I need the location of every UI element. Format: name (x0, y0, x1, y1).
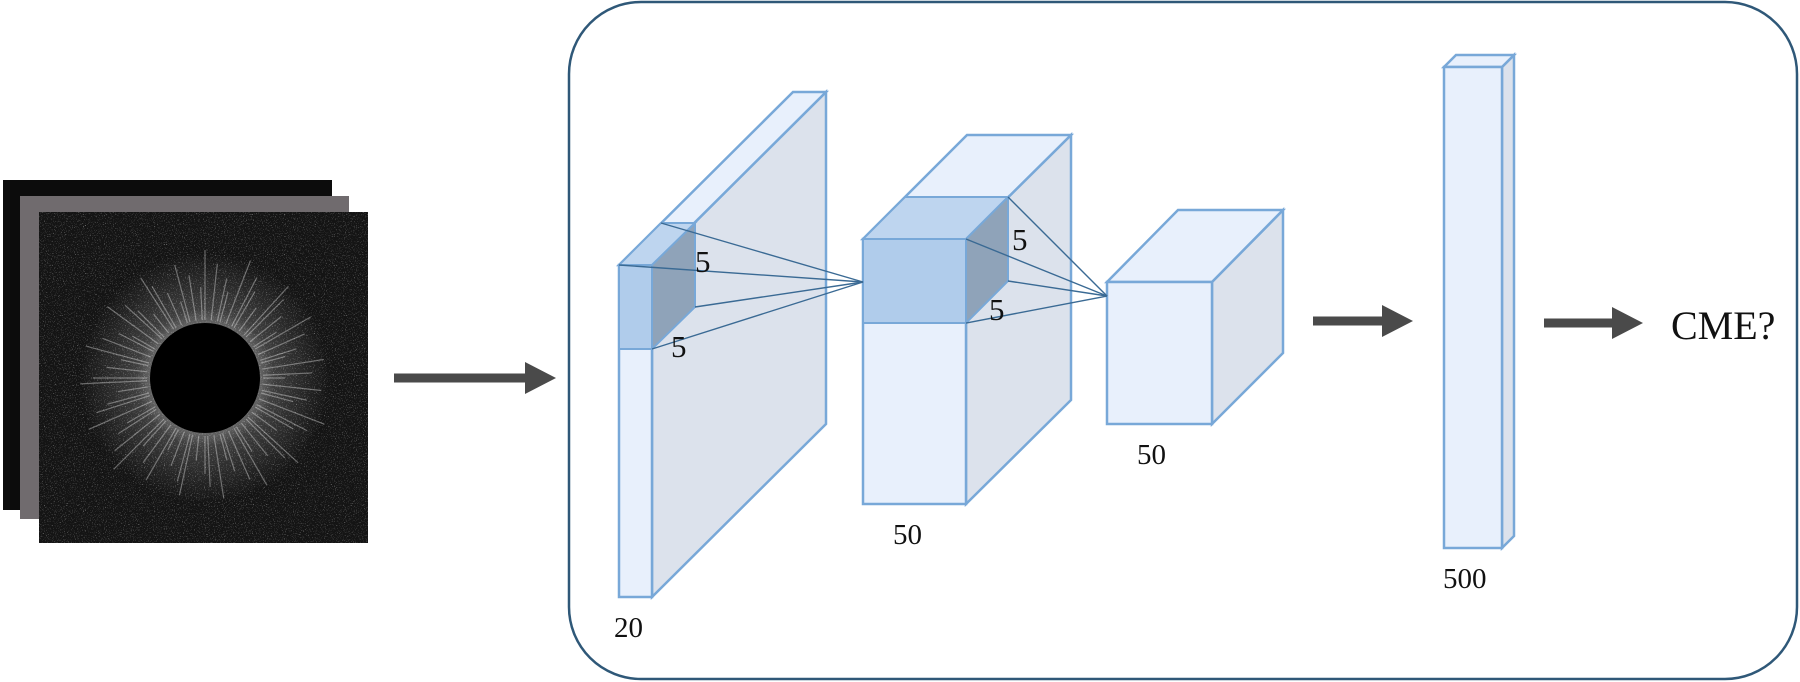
corona-ray (262, 358, 324, 370)
arrow-right-icon (394, 362, 556, 394)
corona-ray (86, 345, 150, 364)
layer-4-front-face (1442, 65, 1504, 550)
layer-2-kernel-label-a: 5 (1012, 222, 1028, 257)
layer-4-side-face (1500, 51, 1516, 552)
corona-ray (257, 333, 305, 356)
occulter-disk (150, 323, 260, 433)
corona-ray (222, 433, 236, 472)
corona-ray (118, 332, 154, 352)
corona-ray (238, 307, 257, 332)
corona-ray (231, 277, 258, 327)
corona-ray (247, 416, 299, 464)
corona-ray (216, 278, 228, 322)
corona-ray (174, 264, 191, 323)
corona-ray (176, 433, 191, 482)
corona-ray (131, 335, 156, 350)
layer-2-kernel-front (862, 238, 967, 324)
corona-ray (219, 433, 228, 461)
conv-layer-2 (859, 132, 1075, 507)
corona-ray (113, 418, 165, 470)
corona-ray (245, 299, 284, 338)
output-label: CME? (1671, 303, 1775, 348)
layer-4-depth-label: 500 (1443, 563, 1487, 595)
corona-ray (260, 348, 297, 361)
corona-ray (261, 389, 307, 401)
corona-ray (258, 398, 325, 425)
corona-ray (225, 260, 252, 325)
corona-ray (188, 275, 197, 321)
corona-ray (260, 355, 286, 364)
corona-ray (262, 383, 322, 392)
conv-layer-1 (615, 88, 830, 601)
corona-ray (219, 291, 229, 323)
corona-ray (207, 435, 211, 487)
corona-ray (145, 427, 177, 481)
corona-ray (118, 408, 157, 435)
corona-ray (180, 301, 188, 323)
corona-ray (260, 392, 294, 403)
layer-3-depth-label: 50 (1137, 439, 1166, 471)
layer-1-depth-label: 20 (614, 612, 643, 644)
layer-1-kernel-label-a: 5 (695, 244, 711, 279)
layer-1-kernel-front (618, 264, 653, 350)
corona-ray (254, 406, 294, 430)
corona-ray (233, 427, 268, 486)
layer-2-depth-label: 50 (893, 519, 922, 551)
corona-ray (106, 306, 159, 345)
receptive-field-lines (618, 196, 1108, 350)
corona-ray (106, 366, 148, 373)
corona-ray (166, 292, 183, 326)
corona-ray (117, 386, 148, 393)
input-image-stack (3, 180, 368, 543)
corona-ray (142, 420, 167, 447)
corona-ray (170, 431, 185, 466)
corona-ray (253, 331, 277, 348)
corona-ray (178, 434, 194, 496)
corona-ray (96, 395, 150, 414)
arrow-right-icon (1544, 307, 1643, 339)
layer-1-kernel-label-b: 5 (671, 329, 687, 364)
corona-ray (251, 411, 278, 431)
conv-layer-3 (1104, 206, 1286, 428)
corona-ray (200, 287, 203, 321)
corona-ray (262, 372, 312, 376)
corona-ray (245, 418, 286, 459)
corona-ray (102, 337, 152, 358)
corona-ray (249, 316, 282, 343)
corona-ray (213, 435, 225, 499)
corona-ray (256, 404, 308, 432)
layer-4-top-face (1440, 53, 1518, 69)
corona-ray (227, 430, 251, 480)
layer-3-front-face (1105, 280, 1214, 426)
corona-ray (80, 380, 148, 385)
corona-ray (120, 359, 149, 367)
corona-ray (88, 400, 153, 430)
corona-ray (235, 426, 253, 452)
corona-ray (254, 316, 311, 350)
corona-ray (243, 285, 289, 336)
corona-ray (124, 304, 163, 340)
corona-ray (240, 422, 269, 457)
layer-2-kernel-label-b: 5 (989, 292, 1005, 327)
corona-ray (126, 406, 156, 424)
corona-ray (153, 313, 170, 334)
corona-ray (210, 263, 218, 321)
corona-ray (167, 429, 179, 451)
corona-ray (140, 277, 175, 330)
corona-ray (137, 310, 165, 338)
corona-ray (233, 291, 256, 329)
corona-ray (195, 435, 200, 461)
corona-ray (151, 285, 177, 329)
arrow-right-icon (1313, 305, 1413, 337)
corona-ray (114, 413, 161, 452)
image-stack-icon (39, 212, 368, 543)
corona-ray (142, 424, 172, 464)
corona-ray (107, 392, 150, 405)
dense-layer-500 (1440, 51, 1518, 552)
network-frame (567, 0, 1799, 681)
